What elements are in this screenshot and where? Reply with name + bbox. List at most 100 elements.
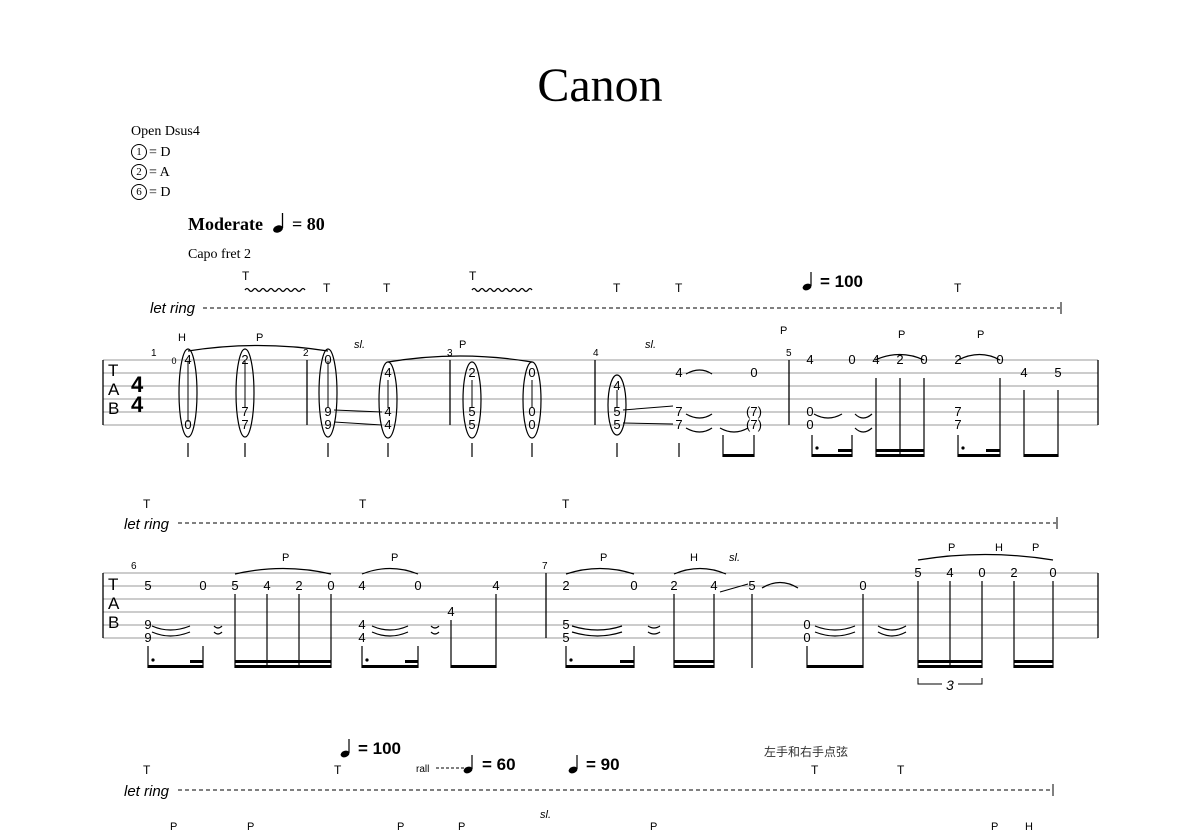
pull-off: P [247,821,254,831]
fret-number: 0 [327,578,334,593]
fret-number: 7 [241,417,248,432]
fret-number: 5 [562,630,569,645]
fret-number: 0 [199,578,206,593]
fret-number: 0 [920,352,927,367]
stems-system-1 [187,378,1059,457]
tuning-name: Open Dsus4 [131,124,200,139]
quarter-note-icon [340,739,350,758]
measure-number: 4 [593,348,599,359]
tap-mark: T [469,269,477,283]
fret-number: 0 [978,565,985,580]
fret-number: 7 [954,417,961,432]
fret-number: 9 [324,417,331,432]
tempo-change: = 60 [482,755,516,774]
system-2: T T T let ring T A B 6 7 P P P H [102,497,1099,693]
triplet-number: 3 [946,677,954,693]
fret-number: 4 [184,352,191,367]
hammer-on: H [995,542,1003,554]
slide-lines [187,361,674,426]
fret-number: 0 [803,617,810,632]
time-sig-bottom: 4 [131,392,144,417]
fret-number: 4 [358,578,365,593]
tempo-marking: Moderate = 80 [188,212,325,235]
slide: sl. [729,552,740,564]
time-sig-top: 4 [131,372,144,397]
tapping-instruction: 左手和右手点弦 [764,744,848,759]
string-number: 1 [131,144,147,160]
fret-numbers-system-1: 0 4 0 2 7 7 0 9 9 4 4 4 2 5 5 0 0 0 4 5 [171,352,1061,432]
slide: sl. [354,339,365,351]
fret-number: 4 [384,365,391,380]
pull-off: P [898,329,905,341]
tuning-string-2: 2= A [131,164,170,181]
fret-number: 7 [675,417,682,432]
ties [151,553,1054,637]
vibrato-icon [244,287,306,293]
pull-off: P [170,821,177,831]
measure-number: 6 [131,561,137,572]
string-number: 6 [131,184,147,200]
let-ring-label: let ring [124,783,170,800]
slide: sl. [540,809,551,821]
fret-number: 0 [630,578,637,593]
tap-mark: T [383,281,391,295]
tap-mark: T [811,763,819,777]
pull-off: P [780,325,787,337]
fret-number: 0 [171,356,176,366]
system-3: = 100 rall = 60 = 90 左手和右手点弦 T T T T let… [124,739,1054,831]
fret-numbers-system-2: 5 9 9 0 5 4 2 0 4 4 4 0 4 4 2 5 5 0 2 4 [144,565,1056,645]
fret-number: 2 [954,352,961,367]
fret-number: 5 [144,578,151,593]
fret-number: 2 [562,578,569,593]
triplet-bracket [917,678,983,685]
fret-number: 4 [492,578,499,593]
let-ring-label: let ring [150,300,196,317]
tap-mark: T [897,763,905,777]
tuning-string-1: 1= D [131,144,171,161]
fret-number: 0 [414,578,421,593]
song-title: Canon [537,59,663,112]
fret-number: 4 [613,378,620,393]
fret-number: 9 [144,617,151,632]
fret-number: 9 [324,404,331,419]
fret-number: 0 [848,352,855,367]
fret-number: 0 [1049,565,1056,580]
fret-number: 0 [996,352,1003,367]
fret-number: 7 [241,404,248,419]
pull-off: P [991,821,998,831]
slide-line [719,583,749,593]
hammer-on: H [690,552,698,564]
fret-number: 7 [954,404,961,419]
fret-number: 4 [384,404,391,419]
fret-number: 4 [358,630,365,645]
quarter-note-icon [273,213,284,233]
tempo-bpm: = 80 [291,214,325,234]
quarter-note-icon [463,755,473,774]
tap-mark: T [143,497,151,511]
pull-off: P [977,329,984,341]
slide: sl. [645,339,656,351]
fret-number: 2 [1010,565,1017,580]
pull-off: P [391,552,398,564]
fret-number: 0 [806,417,813,432]
fret-number: 4 [358,617,365,632]
rall-label: rall [416,764,429,775]
tempo-change: = 100 [820,272,863,291]
pull-off: P [397,821,404,831]
quarter-note-icon [802,272,812,291]
beams-system-2 [148,658,1053,668]
tab-clef-t: T [108,575,118,594]
fret-number: 0 [803,630,810,645]
fret-number: 4 [447,604,454,619]
tab-staff [103,572,1098,639]
pull-off: P [600,552,607,564]
measure-number: 7 [542,561,548,572]
fret-number: 4 [806,352,813,367]
let-ring-label: let ring [124,516,170,533]
pull-off: P [1032,542,1039,554]
tuning-string-6: 6= D [131,184,171,201]
fret-number: (7) [746,404,762,419]
fret-number: 4 [872,352,879,367]
